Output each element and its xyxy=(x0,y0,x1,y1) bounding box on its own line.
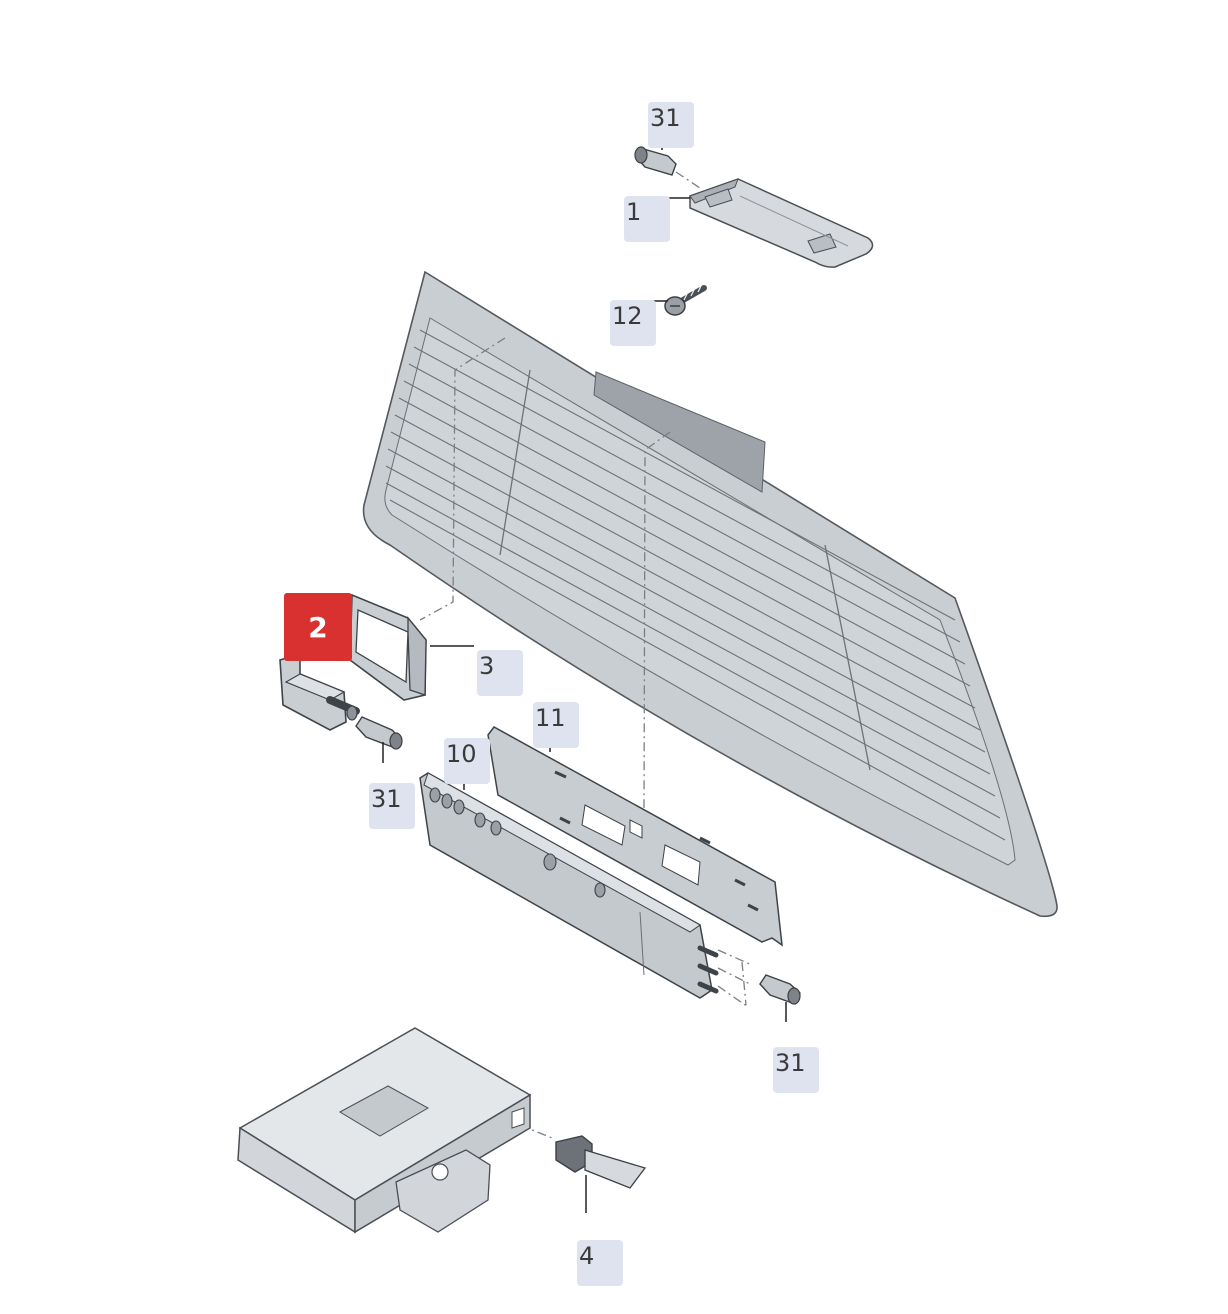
callout-label: 1 xyxy=(626,198,642,226)
callout-label: 31 xyxy=(650,104,681,132)
callout-12: 12 xyxy=(610,300,656,346)
callout-label: 3 xyxy=(479,652,495,680)
bracket-arm-icon xyxy=(279,652,360,731)
callout-4: 4 xyxy=(577,1240,623,1286)
bulb-socket-icon xyxy=(759,974,801,1005)
brake-light-housing-icon xyxy=(689,178,874,268)
callout-label: 31 xyxy=(775,1049,806,1077)
bolt-icon xyxy=(664,283,707,316)
callout-label: 31 xyxy=(371,785,402,813)
plug-connector-icon xyxy=(555,1135,647,1189)
callout-label: 12 xyxy=(612,302,643,330)
callout-label: 4 xyxy=(579,1242,595,1270)
callout-10: 10 xyxy=(444,738,490,784)
callout-11: 11 xyxy=(533,702,579,748)
highlighted-callout-2[interactable]: 2 xyxy=(284,593,352,661)
bulb-socket-icon xyxy=(355,716,403,750)
callout-1: 1 xyxy=(624,196,670,242)
cover-plate-icon xyxy=(487,726,783,947)
bulb-socket-icon xyxy=(634,146,677,176)
callout-3: 3 xyxy=(477,650,523,696)
callout-31-top: 31 xyxy=(648,102,694,148)
callout-31-left: 31 xyxy=(369,783,415,829)
callout-label: 11 xyxy=(535,704,566,732)
rear-window-glass-icon xyxy=(362,270,1058,918)
callout-31-right: 31 xyxy=(773,1047,819,1093)
highlighted-callout-label: 2 xyxy=(308,610,328,644)
control-unit-icon xyxy=(237,1027,532,1234)
callout-label: 10 xyxy=(446,740,477,768)
mounting-bracket-icon xyxy=(349,593,427,701)
connector-strip-icon xyxy=(419,772,719,999)
